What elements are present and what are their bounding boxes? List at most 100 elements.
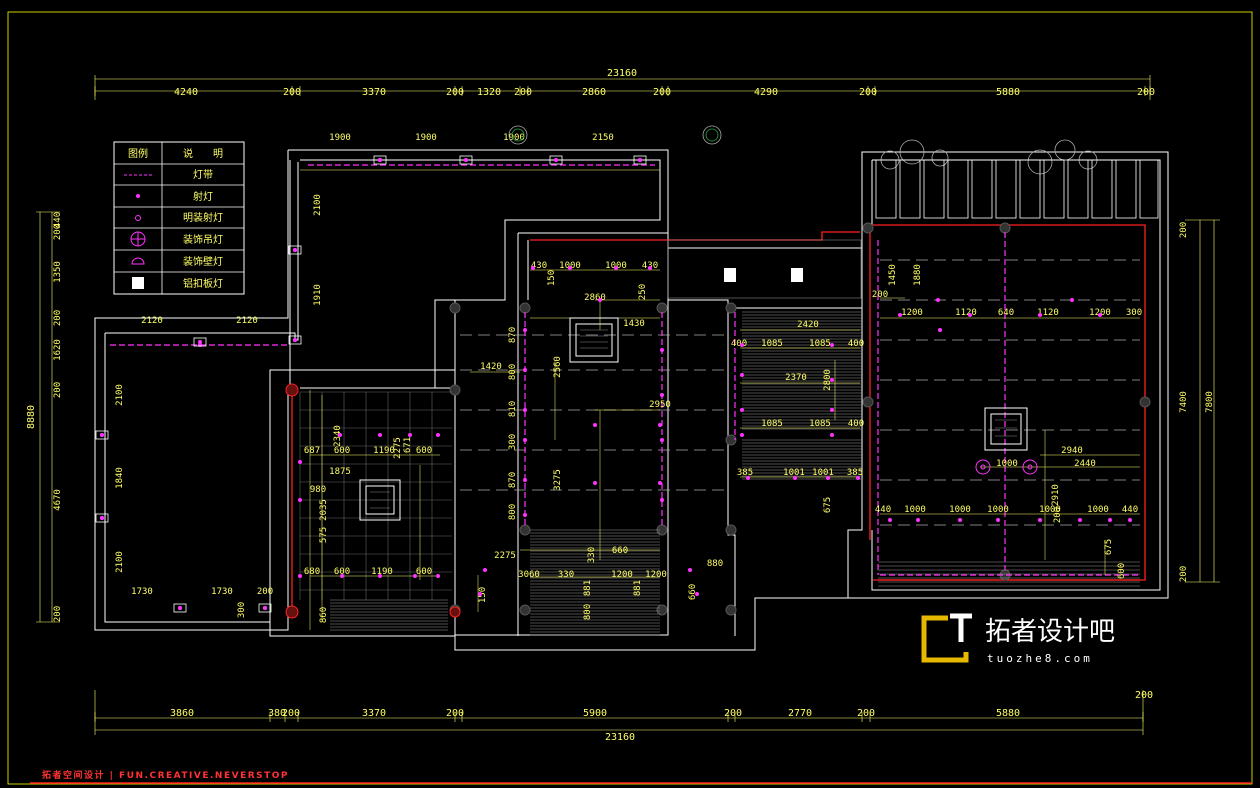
interior-dimension-label: 600 — [416, 567, 432, 577]
interior-dimension-label: 2910 — [1051, 484, 1061, 506]
top-dimension-label: 200 — [1137, 87, 1155, 98]
spotlight-icon — [1070, 298, 1074, 302]
interior-dimension-label: 1200 — [611, 570, 633, 580]
spotlight-icon — [916, 518, 920, 522]
spotlight-icon — [830, 433, 834, 437]
spotlight-icon — [1098, 313, 1102, 317]
wall-lamp-icon — [459, 155, 473, 165]
interior-dimension-label: 1900 — [329, 133, 351, 143]
spotlight-icon — [523, 328, 527, 332]
top-dimension-label: 3370 — [362, 87, 386, 98]
interior-dimension-label: 600 — [1117, 563, 1127, 579]
interior-dimension-label: 2860 — [584, 293, 606, 303]
spotlight-icon — [1078, 518, 1082, 522]
wall-lamp-icon — [193, 337, 207, 347]
spotlight-icon — [936, 298, 940, 302]
spotlight-icon — [660, 348, 664, 352]
interior-dimension-label: 200 — [257, 587, 273, 597]
decorative-pendant-fixtures — [975, 459, 1038, 475]
interior-dimension-label: 2275 — [393, 437, 403, 459]
interior-dimension-label: 600 — [334, 567, 350, 577]
interior-dimension-label: 2940 — [1061, 446, 1083, 456]
interior-dimension-label: 1200 — [645, 570, 667, 580]
dashed-ceiling-lines — [460, 259, 1140, 526]
interior-dimension-label: 1085 — [809, 339, 831, 349]
spotlight-icon — [968, 313, 972, 317]
spotlight-icon — [523, 478, 527, 482]
interior-dimension-label: 980 — [310, 485, 326, 495]
interior-dimension-label: 1085 — [809, 419, 831, 429]
interior-dimension-label: 385 — [737, 468, 753, 478]
interior-dimension-label: 675 — [1104, 539, 1114, 555]
interior-dimension-label: 1190 — [371, 567, 393, 577]
interior-dimension-label: 200 — [1053, 507, 1063, 523]
interior-dimension-label: 881 — [583, 580, 593, 596]
wall-lamp-icon — [288, 335, 302, 345]
interior-dimension-label: 1000 — [987, 505, 1009, 515]
spotlight-icon — [340, 574, 344, 578]
spotlight-icon — [688, 568, 692, 572]
spotlight-icon — [830, 343, 834, 347]
interior-dimension-label: 880 — [707, 559, 723, 569]
interior-dimension-label: 687 — [304, 446, 320, 456]
interior-dimension-label: 300 — [1126, 308, 1142, 318]
spotlight-icon — [660, 393, 664, 397]
interior-dimension-label: 870 — [508, 472, 518, 488]
right-dimension-label: 200 — [1179, 566, 1189, 582]
bottom-dimension-label: 3370 — [362, 708, 386, 719]
spotlight-icon — [658, 481, 662, 485]
left-dimension-label: 1620 — [53, 339, 63, 361]
interior-dimension-label: 200 — [872, 290, 888, 300]
interior-dimension-label: 440 — [875, 505, 891, 515]
interior-dimension-label: 300 — [237, 602, 247, 618]
bottom-dimension-label: 200 — [1135, 690, 1153, 701]
spotlight-icon — [378, 433, 382, 437]
interior-dimension-label: 660 — [688, 584, 698, 600]
wall-lamp-icon — [258, 603, 272, 613]
interior-dimension-label: 1001 — [783, 468, 805, 478]
interior-dimension-label: 1420 — [480, 362, 502, 372]
interior-dimension-label: 1910 — [313, 284, 323, 306]
spotlight-icon — [593, 423, 597, 427]
spotlight-icon — [436, 433, 440, 437]
interior-dimension-label: 575 — [319, 527, 329, 543]
interior-dimension-label: 2100 — [313, 194, 323, 216]
overall-width-bottom: 23160 — [605, 732, 635, 743]
spotlight-icon — [593, 481, 597, 485]
spotlight-icon — [523, 513, 527, 517]
wall-lamp-icon — [95, 513, 109, 523]
spotlight-icon — [1108, 518, 1112, 522]
legend-header-description: 说 明 — [183, 147, 223, 160]
spotlight-icon — [614, 266, 618, 270]
spotlight-icon — [298, 498, 302, 502]
interior-dimension-label: 1840 — [115, 467, 125, 489]
interior-dimension-label: 1085 — [761, 419, 783, 429]
bottom-dimension-label: 5900 — [583, 708, 607, 719]
interior-dimension-label: 3060 — [518, 570, 540, 580]
bottom-dimension-label: 5880 — [996, 708, 1020, 719]
interior-dimension-label: 2100 — [115, 551, 125, 573]
legend-label: 射灯 — [193, 191, 213, 203]
interior-dimension-label: 810 — [508, 401, 518, 417]
wall-lamp-icon — [549, 155, 563, 165]
top-dimension-label: 1320 — [477, 87, 501, 98]
spotlight-icon — [830, 378, 834, 382]
overall-width-top: 23160 — [607, 68, 637, 79]
interior-dimension-label: 430 — [531, 261, 547, 271]
spotlight-icon — [436, 574, 440, 578]
interior-dimension-label: 1190 — [373, 446, 395, 456]
interior-dimension-label: 2370 — [785, 373, 807, 383]
left-dimension-label: 200 — [53, 310, 63, 326]
left-dimension-label: 4670 — [53, 489, 63, 511]
top-dimension-label: 5880 — [996, 87, 1020, 98]
interior-dimension-label: 150 — [547, 270, 557, 286]
recessed-spotlight-icon — [135, 215, 141, 221]
spotlight-icon — [598, 298, 602, 302]
interior-dimension-label: 1200 — [901, 308, 923, 318]
spotlight-icon — [478, 592, 482, 596]
interior-dimension-label: 680 — [304, 567, 320, 577]
interior-dimension-label: 881 — [633, 580, 643, 596]
interior-dimension-label: 1085 — [761, 339, 783, 349]
